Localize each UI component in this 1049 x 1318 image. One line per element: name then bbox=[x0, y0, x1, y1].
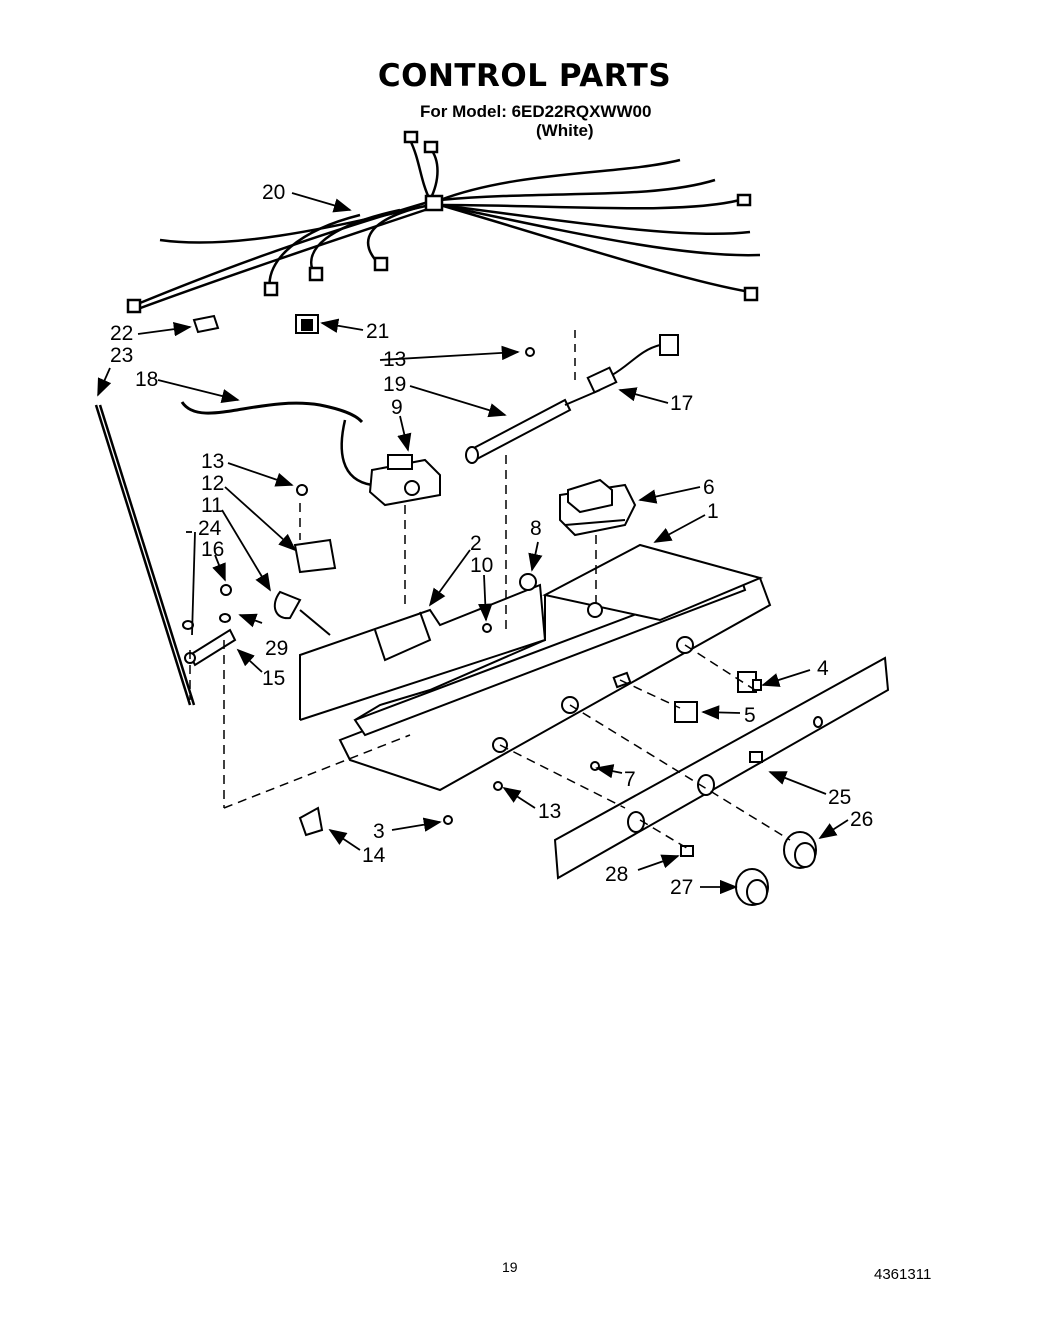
callout-17: 17 bbox=[670, 392, 693, 415]
callout-16: 16 bbox=[201, 538, 224, 561]
callout-9: 9 bbox=[391, 396, 403, 419]
bracket-part-2 bbox=[299, 583, 547, 721]
callout-labels: 20 21 22 23 18 13 19 9 17 13 12 11 24 16… bbox=[110, 181, 873, 899]
clip-part-21 bbox=[295, 314, 319, 334]
callout-6: 6 bbox=[703, 476, 715, 499]
leader-lines bbox=[97, 192, 849, 895]
callout-22: 22 bbox=[110, 322, 133, 345]
clip-part-22 bbox=[192, 314, 220, 334]
callout-13: 13 bbox=[201, 450, 224, 473]
model-line: For Model: 6ED22RQXWW00 bbox=[420, 102, 652, 121]
callout-24: 24 bbox=[198, 517, 222, 540]
document-number: 4361311 bbox=[874, 1266, 932, 1283]
callout-27: 27 bbox=[670, 876, 693, 899]
callout-29: 29 bbox=[265, 637, 288, 660]
rod-part-23 bbox=[94, 404, 196, 706]
callout-2: 2 bbox=[470, 532, 482, 555]
motor-part-6 bbox=[559, 478, 637, 537]
knob-part-26 bbox=[783, 831, 817, 869]
callout-7: 7 bbox=[624, 768, 636, 791]
callout-12: 12 bbox=[201, 472, 224, 495]
callout-18: 18 bbox=[135, 368, 158, 391]
resistor-part-17 bbox=[586, 334, 679, 394]
callout-26: 26 bbox=[850, 808, 873, 831]
sensor-part-19 bbox=[465, 389, 601, 464]
clip-part-28 bbox=[680, 845, 694, 857]
tube-part-18 bbox=[180, 401, 364, 424]
callout-8: 8 bbox=[530, 517, 542, 540]
page-title: CONTROL PARTS bbox=[377, 58, 672, 94]
callout-10: 10 bbox=[470, 554, 493, 577]
callout-20: 20 bbox=[262, 181, 285, 204]
callout-19: 19 bbox=[383, 373, 406, 396]
callout-15: 15 bbox=[262, 667, 285, 690]
capillary-part-9 bbox=[340, 419, 373, 487]
assembly-lines bbox=[189, 455, 791, 851]
callout-14: 14 bbox=[362, 844, 386, 867]
callout-5: 5 bbox=[744, 704, 756, 727]
callout-3: 3 bbox=[373, 820, 385, 843]
callout-13: 13 bbox=[383, 348, 406, 371]
switch-part-5 bbox=[674, 701, 698, 723]
callout-13: 13 bbox=[538, 800, 561, 823]
knob-part-27 bbox=[735, 868, 769, 906]
callout-11: 11 bbox=[201, 494, 223, 517]
thermostat-part-9 bbox=[368, 454, 441, 507]
callout-28: 28 bbox=[605, 863, 628, 886]
page-number: 19 bbox=[502, 1259, 518, 1275]
wire-harness-part bbox=[126, 130, 761, 314]
small-parts bbox=[182, 347, 600, 837]
color-line: (White) bbox=[536, 121, 594, 140]
callout-1: 1 bbox=[707, 500, 719, 523]
callout-21: 21 bbox=[366, 320, 389, 343]
callout-25: 25 bbox=[828, 786, 851, 809]
callout-4: 4 bbox=[817, 657, 829, 680]
callout-23: 23 bbox=[110, 344, 133, 367]
